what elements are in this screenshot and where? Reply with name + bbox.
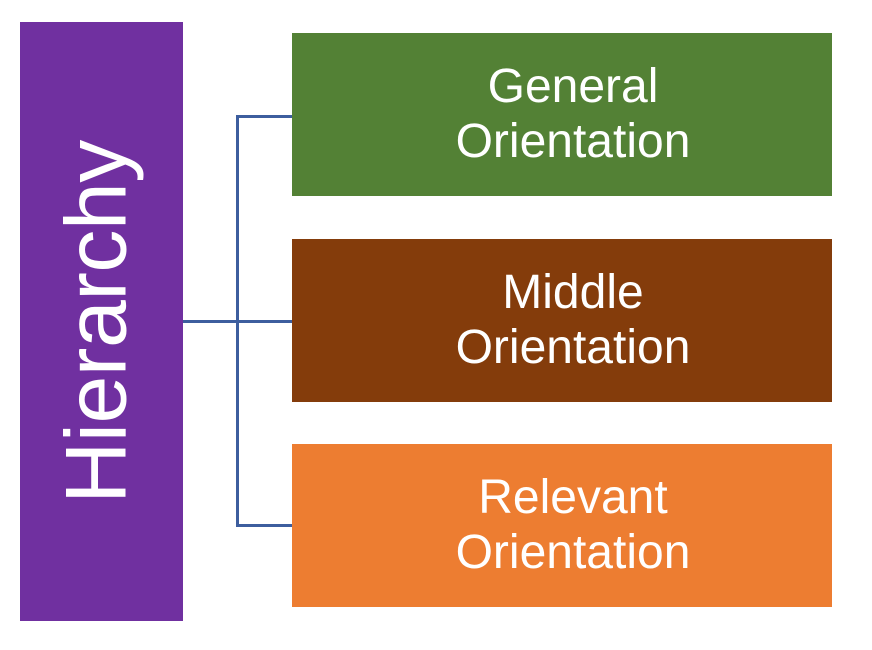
root-node-label: Hierarchy	[48, 139, 145, 504]
node-general-orientation-line1: General	[487, 60, 659, 114]
connector-branch-middle	[183, 320, 292, 323]
node-relevant-orientation-line2: Orientation	[455, 525, 691, 579]
connector-branch-relevant	[236, 524, 292, 527]
root-node-hierarchy[interactable]: Hierarchy	[20, 22, 183, 621]
node-middle-orientation-line1: Middle	[502, 266, 644, 320]
connector-branch-general	[236, 115, 292, 118]
node-general-orientation-line2: Orientation	[455, 114, 691, 168]
node-relevant-orientation-line1: Relevant	[478, 471, 668, 525]
node-middle-orientation-line2: Orientation	[455, 320, 691, 374]
